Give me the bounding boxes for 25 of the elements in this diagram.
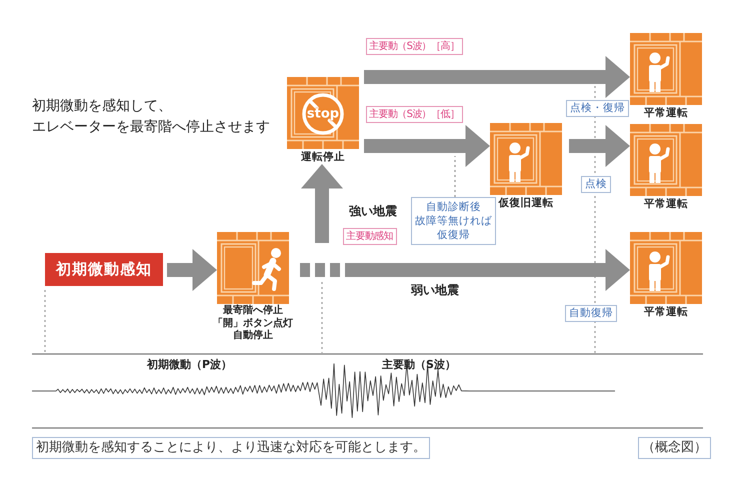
trigger-tag: 主要動感知 xyxy=(343,228,398,245)
note-box: 自動診断後故障等無ければ仮復帰 xyxy=(411,197,496,245)
trigger-tag: 主要動（S波）［低］ xyxy=(366,106,464,123)
node-caption: 自動停止 xyxy=(233,330,273,342)
status-tag: 自動復帰 xyxy=(565,305,617,322)
node-caption: 運転停止 xyxy=(301,151,345,164)
node-caption: 平常運転 xyxy=(644,306,688,319)
edge-label: 弱い地震 xyxy=(410,283,460,297)
sign-text: stop xyxy=(306,108,340,120)
node-caption: 平常運転 xyxy=(644,198,688,211)
wave-label: 初期微動（P波） xyxy=(147,358,232,371)
trigger-tag: 主要動（S波）［高］ xyxy=(366,38,464,55)
node-caption: 仮復旧運転 xyxy=(498,197,554,210)
status-tag: 点検 xyxy=(581,176,611,193)
status-tag: 点検・復帰 xyxy=(566,100,629,117)
node-caption: 「開」ボタン点灯 xyxy=(213,318,293,329)
wave-label: 主要動（S波） xyxy=(382,358,456,371)
node-caption: 最寄階へ停止 xyxy=(223,305,283,316)
edge-label: 強い地震 xyxy=(348,204,398,218)
leader-line xyxy=(454,156,456,197)
node-caption: 平常運転 xyxy=(644,107,688,120)
start-box: 初期微動感知 xyxy=(45,253,163,286)
heading-text: 初期微動を感知して、エレベーターを最寄階へ停止させます xyxy=(32,97,270,137)
note-text: （概念図） xyxy=(638,437,711,459)
caption-text: 初期微動を感知することにより、より迅速な対応を可能とします。 xyxy=(32,437,430,459)
